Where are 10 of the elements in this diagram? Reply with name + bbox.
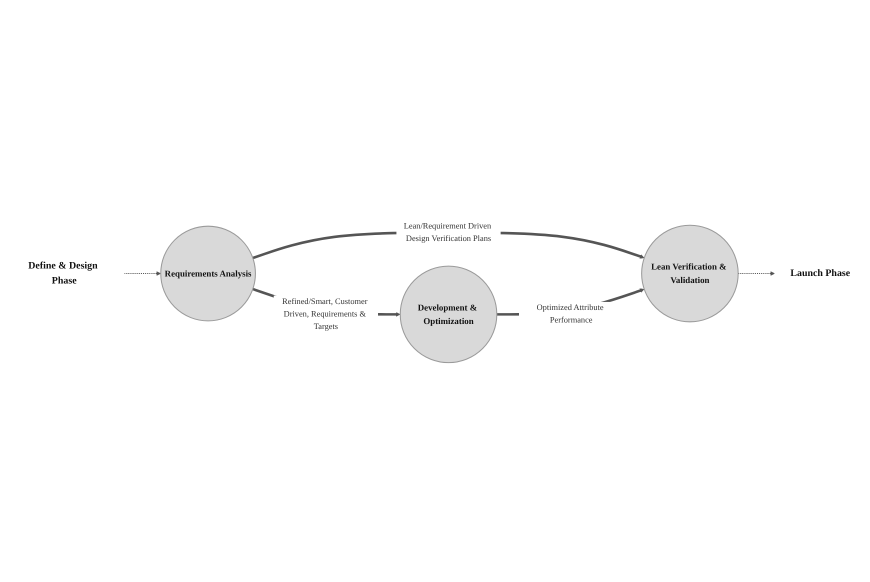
node-text: Define & Design Phase: [28, 260, 98, 286]
edge-label: Refined/Smart, Customer Driven, Requirements & Targets: [282, 296, 368, 331]
node-text: Launch Phase: [790, 267, 850, 278]
arrow: [738, 270, 775, 276]
node-circle: Lean Verification & Validation: [641, 224, 739, 322]
node-circle: Development & Optimization: [400, 265, 498, 363]
edge-label: Optimized Attribute Performance: [536, 302, 604, 324]
edge-label: Lean/Requirement Driven Design Verification Plans: [404, 221, 492, 243]
arrow: [124, 270, 161, 276]
node-circle: Requirements Analysis: [160, 225, 256, 321]
